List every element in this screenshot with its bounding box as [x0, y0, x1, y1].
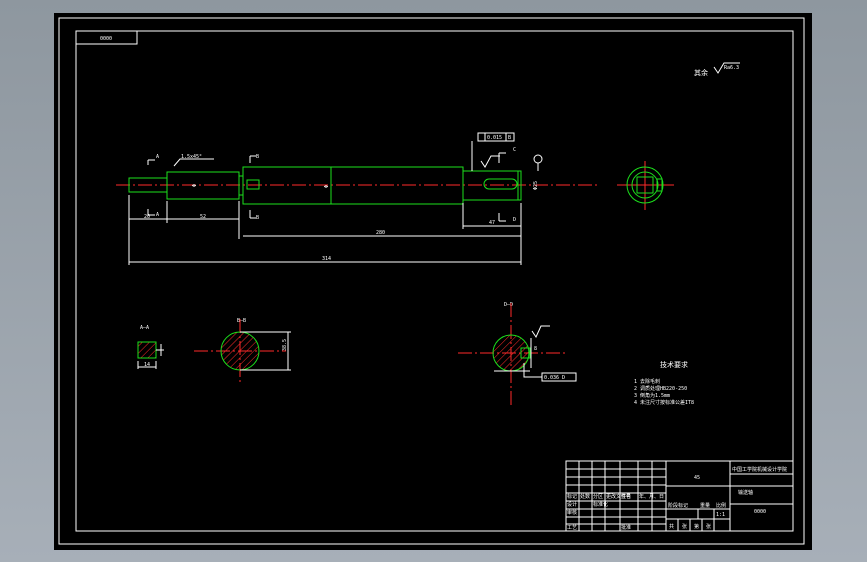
tb-r2-0: 设计 [567, 501, 577, 508]
section-dd-frame-text: 0.036 D [544, 375, 565, 381]
tb-r1-4: 签名 [621, 493, 631, 500]
requirement-1: 1 去除毛刺 [634, 378, 660, 385]
tolerance-frame [477, 132, 515, 142]
drawing-sheet[interactable]: 0000 其余 Ra6.3 1.5x45° A [54, 13, 812, 550]
dim-left-journal: 52 [200, 214, 206, 220]
section-bb-dim: 38.5 [282, 339, 288, 351]
roughness-on-shaft [480, 155, 500, 168]
section-c-top [498, 152, 506, 163]
chamfer-note: 1.5x45° [181, 154, 202, 160]
roughness-note: 其余 [694, 68, 708, 77]
section-a-top [147, 159, 155, 165]
dia-left: Φ [192, 184, 198, 187]
section-d-label: D [513, 217, 516, 223]
tb-r1-2: 分区 [593, 493, 603, 500]
tb-r2-2: 标准化 [593, 501, 608, 508]
section-bb-shape [220, 331, 260, 371]
dim-key-section: 47 [489, 220, 495, 226]
section-a-top-label: A [156, 154, 159, 160]
section-dd-keyway [520, 347, 531, 359]
inner-frame [75, 30, 794, 532]
tb-bottom-2: 第 [694, 523, 699, 530]
drawing-canvas[interactable]: 0000 其余 Ra6.3 1.5x45° A [54, 13, 812, 550]
tb-r2-6: 比例 [716, 502, 726, 509]
dim-left-step: 20 [144, 214, 150, 220]
tb-r1-1: 处数 [580, 493, 590, 500]
section-aa-shape [137, 341, 157, 359]
roughness-symbol [713, 62, 740, 74]
stamp-box [75, 30, 138, 45]
requirement-2: 2 调质处理HB220-250 [634, 385, 687, 392]
tb-r2-4: 阶段标记 [668, 502, 688, 509]
section-b-bottom [249, 210, 256, 219]
tb-scale: 1:1 [716, 512, 725, 518]
section-bb-title: B—B [237, 318, 246, 324]
datum-circle [533, 154, 543, 164]
roughness-value: Ra6.3 [724, 65, 739, 71]
shaft-outline [128, 166, 522, 205]
tb-r4-2: 批准 [621, 524, 631, 531]
keyway-slot [483, 178, 518, 190]
dimension-lines [128, 195, 522, 265]
tb-bottom-1: 张 [682, 523, 687, 530]
dim-overall-length: 314 [322, 256, 331, 262]
requirement-4: 4 未注尺寸按标准公差IT8 [634, 399, 694, 406]
section-aa-title: A—A [140, 325, 149, 331]
section-aa-dim: 14 [144, 362, 150, 368]
dim-body-length: 280 [376, 230, 385, 236]
section-b-top [249, 155, 256, 163]
section-dd-dim: 8 [534, 346, 537, 352]
section-d-bottom [498, 213, 506, 222]
tb-r4-0: 工艺 [567, 525, 577, 531]
section-dd-title: D—D [504, 302, 513, 308]
section-a-bottom [147, 209, 155, 216]
requirement-3: 3 倒角为1.5mm [634, 392, 670, 399]
stamp-label: 0000 [100, 36, 112, 42]
requirements-title: 技术要求 [660, 360, 688, 369]
title-block [565, 460, 794, 532]
section-dd-frame [541, 372, 577, 382]
tolerance-value: 0.015 [487, 135, 502, 141]
section-b-top-label: B [256, 154, 259, 160]
tb-r1-5: 年、月、日 [639, 493, 664, 500]
tb-r1-3: 更改文件号 [606, 493, 631, 500]
tb-material: 45 [694, 475, 700, 481]
tb-part-name: 输送轴 [738, 489, 753, 496]
section-a-bottom-label: A [156, 212, 159, 218]
chamfer-leader [173, 158, 214, 167]
section-b-bottom-label: B [256, 215, 259, 221]
tb-bottom-3: 张 [706, 523, 711, 530]
tb-bottom-0: 共 [669, 523, 674, 530]
tolerance-datum: B [508, 135, 511, 141]
section-c-label: C [513, 147, 516, 153]
end-view [617, 161, 674, 210]
dia-right: Φ25 [533, 181, 539, 190]
tb-school: 中国工学院机械设计学院 [732, 466, 787, 473]
tb-r2-5: 重量 [700, 502, 710, 509]
tb-r1-0: 标记 [567, 493, 577, 500]
tb-drawing-no: 0000 [754, 509, 766, 515]
dia-mid: Φ [324, 185, 330, 188]
outer-frame [58, 17, 805, 545]
tb-r3-0: 审核 [567, 509, 577, 516]
